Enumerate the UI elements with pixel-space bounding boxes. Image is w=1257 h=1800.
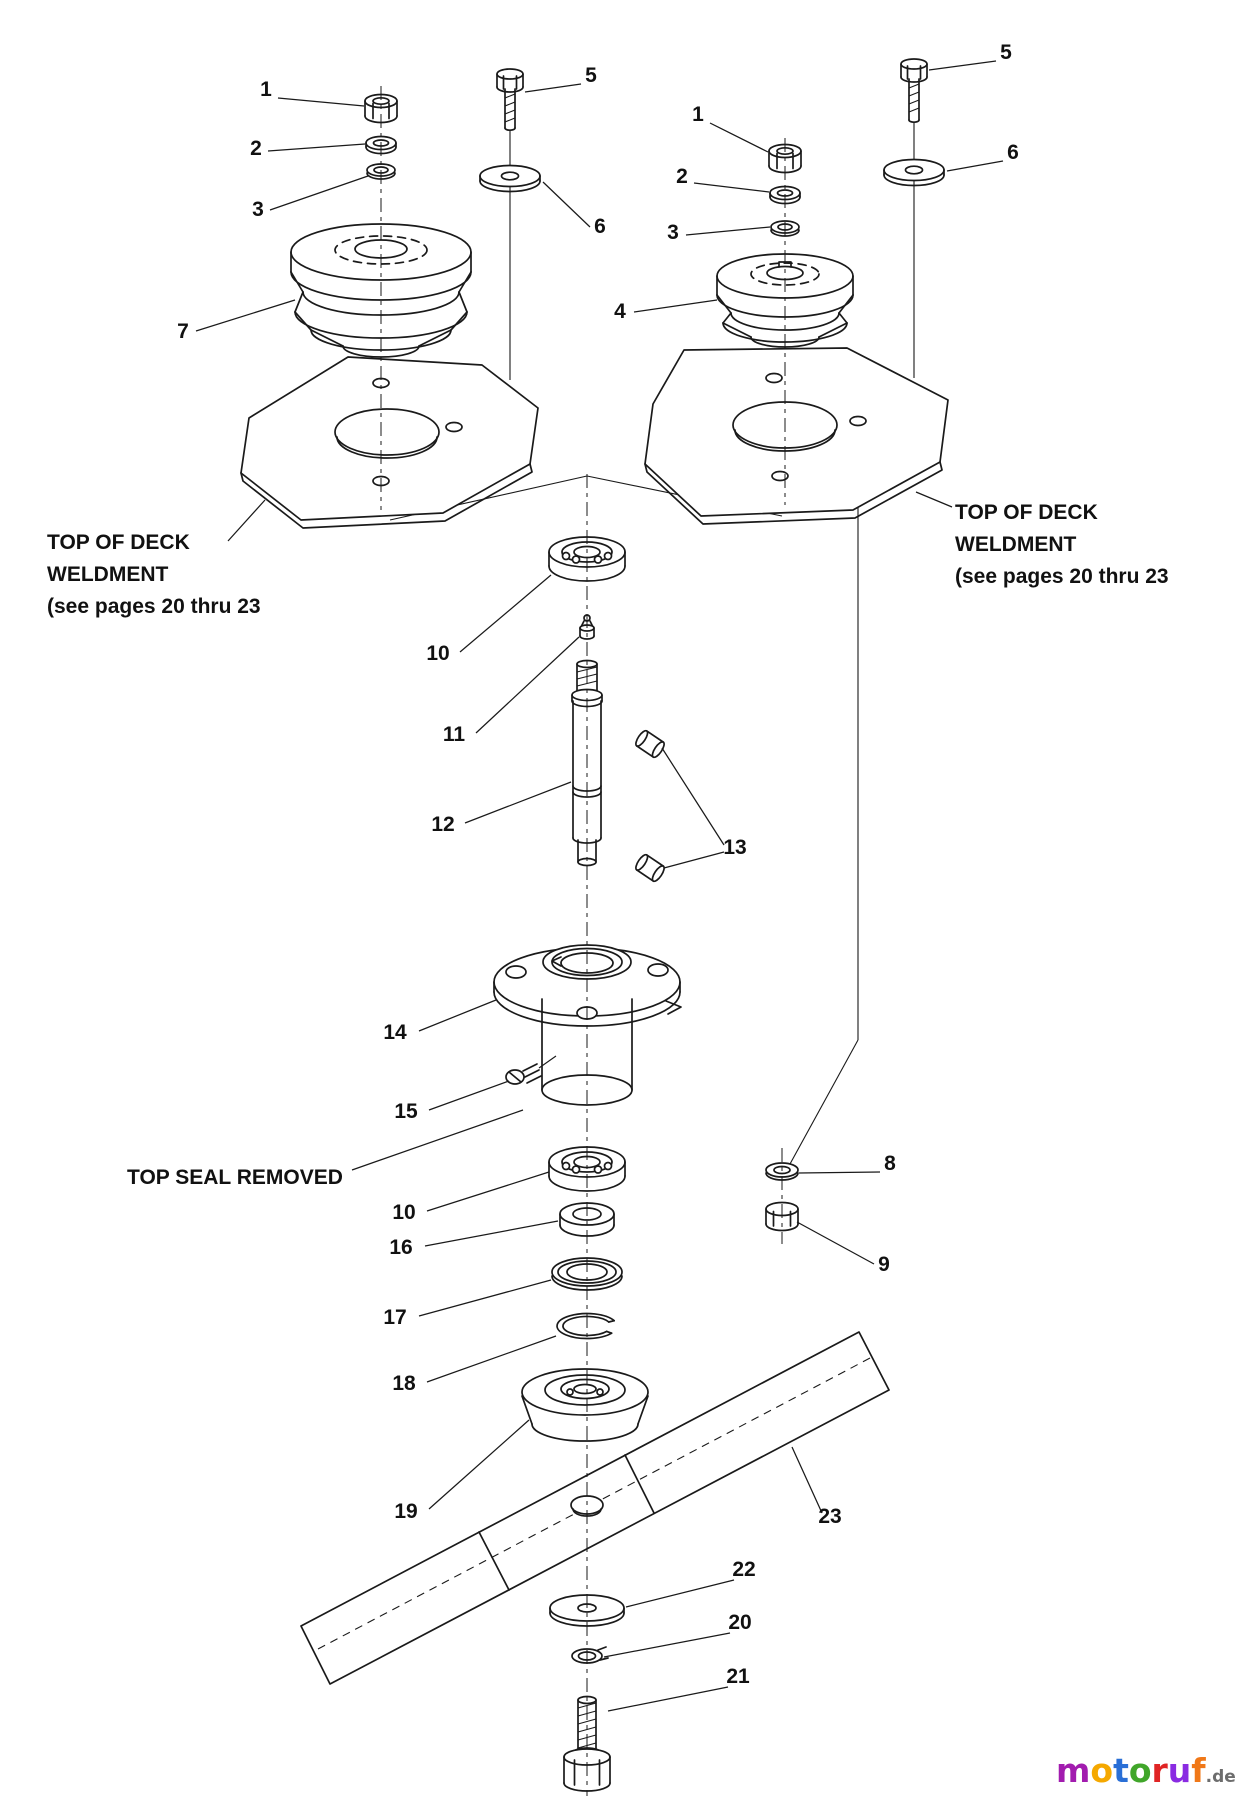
roll-pin-upper xyxy=(635,729,665,759)
left-deck-plate xyxy=(240,356,539,529)
right-deck-note-line2: WELDMENT xyxy=(955,533,1076,556)
mower-blade xyxy=(300,1331,890,1685)
callout-21: 21 xyxy=(726,1665,750,1688)
watermark-letter: m xyxy=(1056,1751,1090,1790)
callout-labels: 1 2 3 7 5 6 1 2 3 4 5 6 10 11 12 13 14 1… xyxy=(177,41,1019,1688)
watermark-letter: t xyxy=(1113,1751,1129,1790)
callout-left-5: 5 xyxy=(585,64,597,87)
watermark-suffix: .de xyxy=(1206,1767,1236,1787)
watermark-letter: u xyxy=(1168,1751,1192,1790)
callout-10-lower: 10 xyxy=(392,1201,415,1224)
callout-right-1: 1 xyxy=(692,103,704,126)
top-seal-note: TOP SEAL REMOVED xyxy=(127,1166,343,1189)
callout-19: 19 xyxy=(394,1500,417,1523)
seal-cup-bearing xyxy=(521,1368,649,1442)
callout-9: 9 xyxy=(878,1253,890,1276)
watermark-letter: r xyxy=(1152,1751,1169,1790)
blade-lock-washer xyxy=(571,1646,609,1664)
callout-13: 13 xyxy=(723,836,746,859)
left-flat-washer xyxy=(366,163,396,180)
right-deck-plate xyxy=(644,347,949,525)
left-deck-note-line2: WELDMENT xyxy=(47,563,168,586)
callout-12: 12 xyxy=(431,813,454,836)
set-screw xyxy=(505,1055,557,1085)
right-large-washer xyxy=(883,158,945,187)
callout-right-4: 4 xyxy=(614,300,626,323)
callout-23: 23 xyxy=(818,1505,841,1528)
left-deck-note-line3: (see pages 20 thru 23 xyxy=(47,595,261,618)
center-lines xyxy=(380,86,786,1796)
leader-lines xyxy=(195,60,1004,1712)
watermark-letter: f xyxy=(1191,1751,1206,1790)
callout-17: 17 xyxy=(383,1306,406,1329)
watermark-letter: o xyxy=(1129,1751,1152,1790)
callout-20: 20 xyxy=(728,1611,751,1634)
callout-22: 22 xyxy=(732,1558,755,1581)
right-carriage-bolt xyxy=(900,58,928,124)
left-large-washer xyxy=(479,164,541,193)
callout-left-2: 2 xyxy=(250,137,262,160)
callout-18: 18 xyxy=(392,1372,416,1395)
callout-left-3: 3 xyxy=(252,198,264,221)
callout-16: 16 xyxy=(389,1236,412,1259)
callout-left-6: 6 xyxy=(594,215,606,238)
text-annotations: TOP OF DECK WELDMENT (see pages 20 thru … xyxy=(47,501,1169,1189)
left-double-pulley xyxy=(290,223,472,358)
callout-left-1: 1 xyxy=(260,78,272,101)
left-hex-nut xyxy=(364,93,398,124)
callout-10-upper: 10 xyxy=(426,642,449,665)
callout-right-6: 6 xyxy=(1007,141,1019,164)
blade-washer xyxy=(549,1594,625,1627)
callout-right-5: 5 xyxy=(1000,41,1012,64)
callout-15: 15 xyxy=(394,1100,418,1123)
callout-right-2: 2 xyxy=(676,165,688,188)
callout-right-3: 3 xyxy=(667,221,679,244)
callout-left-7: 7 xyxy=(177,320,189,343)
roll-pin-lower xyxy=(635,853,665,883)
callout-14: 14 xyxy=(383,1021,407,1044)
left-carriage-bolt xyxy=(496,68,524,132)
right-deck-note-line1: TOP OF DECK xyxy=(955,501,1098,524)
callout-8: 8 xyxy=(884,1152,896,1175)
watermark-letter: o xyxy=(1090,1751,1113,1790)
snap-ring xyxy=(556,1312,616,1340)
right-deck-note-line3: (see pages 20 thru 23 xyxy=(955,565,1169,588)
left-deck-note-line1: TOP OF DECK xyxy=(47,531,190,554)
callout-11: 11 xyxy=(443,723,466,746)
watermark-logo: motoruf.de xyxy=(1056,1751,1236,1790)
